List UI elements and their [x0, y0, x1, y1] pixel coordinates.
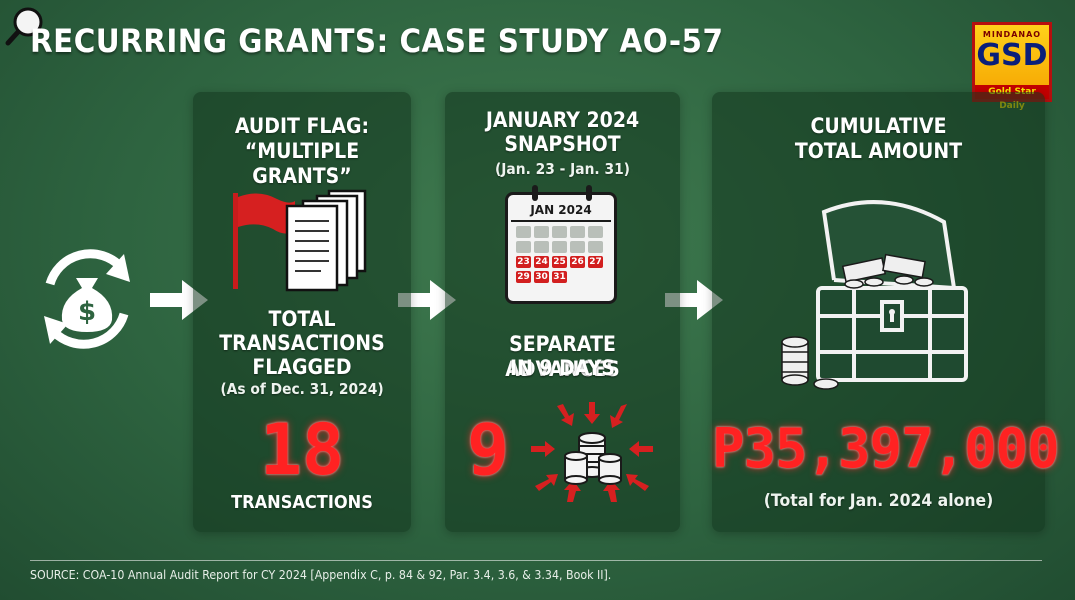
- panel2-heading-line2: SNAPSHOT: [504, 132, 621, 156]
- panel1-heading-line2: “MULTIPLE GRANTS”: [244, 139, 360, 188]
- calendar-day: 31: [552, 271, 567, 283]
- panel1-label-line3: FLAGGED: [252, 355, 352, 379]
- page-title: RECURRING GRANTS: CASE STUDY AO-57: [30, 22, 724, 60]
- source-note: SOURCE: COA-10 Annual Audit Report for C…: [30, 568, 612, 582]
- calendar-icon: JAN 2024 23 24 25 26 27 29 30 31: [505, 185, 617, 304]
- calendar-day: 30: [534, 271, 549, 283]
- cumulative-amount: P35,397,000: [712, 417, 1060, 480]
- brand-mid-text: GSD: [976, 38, 1048, 73]
- calendar-day: 26: [570, 256, 585, 268]
- calendar-day: 25: [552, 256, 567, 268]
- audit-flag-panel: AUDIT FLAG: “MULTIPLE GRANTS” TOTAL TRAN…: [193, 92, 411, 532]
- treasure-chest-icon: [774, 192, 984, 392]
- calendar-day: 29: [516, 271, 531, 283]
- separate-advances-count: 9: [467, 409, 510, 491]
- calendar-day: 24: [534, 256, 549, 268]
- panel2-heading-line1: JANUARY 2024: [485, 108, 640, 132]
- calendar-day: 23: [516, 256, 531, 268]
- panel2-date-range: (Jan. 23 - Jan. 31): [494, 160, 630, 178]
- panel1-heading-line1: AUDIT FLAG:: [234, 114, 370, 138]
- brand-logo: MINDANAO GSD Gold Star Daily: [972, 22, 1052, 111]
- cumulative-amount-panel: CUMULATIVE TOTAL AMOUNT: [712, 92, 1060, 532]
- recurring-money-icon: $: [28, 240, 146, 358]
- panel1-unit: TRANSACTIONS: [231, 492, 373, 513]
- flagged-transactions-count: 18: [259, 409, 345, 491]
- panel3-heading-line2: TOTAL AMOUNT: [794, 139, 963, 163]
- arrow-right-icon: [665, 280, 723, 320]
- calendar-day: 27: [588, 256, 603, 268]
- arrow-right-icon: [398, 280, 456, 320]
- svg-text:$: $: [78, 297, 96, 327]
- calendar-title: JAN 2024: [530, 203, 592, 217]
- footer-divider: [30, 560, 1042, 561]
- magnifier-logo-icon: [4, 6, 46, 48]
- brand-top-text: MINDANAO: [982, 30, 1042, 39]
- january-snapshot-panel: JANUARY 2024 SNAPSHOT (Jan. 23 - Jan. 31…: [445, 92, 680, 532]
- panel3-note: (Total for Jan. 2024 alone): [763, 491, 994, 511]
- panel3-heading-line1: CUMULATIVE: [810, 114, 947, 138]
- panel1-label-line2: TRANSACTIONS: [219, 331, 385, 355]
- panel2-label-line1: SEPARATE ADVANCES: [505, 332, 620, 381]
- flag-documents-icon: [229, 187, 374, 292]
- panel2-label-line2: IN 9 DAYS: [510, 356, 615, 380]
- panel1-label-line1: TOTAL: [268, 307, 336, 331]
- converging-coins-icon: [527, 398, 657, 508]
- panel1-note: (As of Dec. 31, 2024): [220, 380, 384, 398]
